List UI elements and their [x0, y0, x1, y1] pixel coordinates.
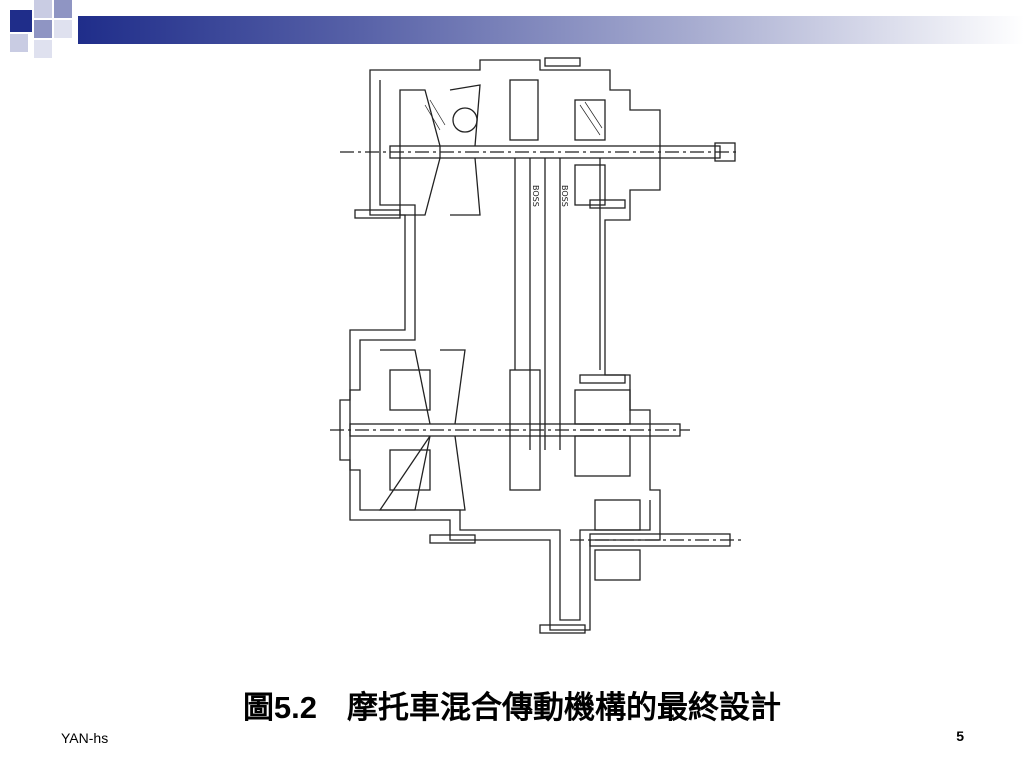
driven-pulley-left	[378, 349, 431, 511]
drive-pulley-right	[449, 84, 481, 216]
corner-square-light	[34, 40, 52, 58]
upper-right-gear	[574, 99, 606, 141]
bolt	[429, 534, 476, 544]
housing-outline	[339, 59, 661, 631]
input-shaft	[389, 145, 721, 159]
hatching	[584, 101, 603, 129]
input-shaft-end	[714, 142, 736, 162]
hatching	[429, 99, 446, 126]
hatching	[424, 104, 441, 131]
corner-square-light	[10, 34, 28, 52]
final-gear-bottom	[574, 435, 631, 477]
transmission-diagram: BOSS BOSS	[330, 57, 745, 634]
clutch-housing-top	[389, 369, 431, 411]
corner-square-light	[54, 20, 72, 38]
hatching	[579, 104, 601, 136]
output-gear-bottom	[594, 549, 641, 581]
header-gradient-bar	[78, 16, 1024, 44]
corner-decoration	[0, 0, 80, 64]
figure-title: 摩托車混合傳動機構的最終設計	[347, 690, 782, 726]
driven-shaft	[349, 423, 681, 437]
corner-square-mid	[34, 20, 52, 38]
bolt	[539, 624, 586, 634]
boss-label-left: BOSS	[531, 185, 540, 207]
figure-caption: 圖5.2 摩托車混合傳動機構的最終設計	[0, 682, 1024, 727]
footer-author: YAN-hs	[61, 730, 109, 746]
housing-inner	[349, 80, 651, 621]
corner-square-mid	[54, 0, 72, 18]
driven-pulley-right	[440, 349, 466, 511]
upper-gear-block	[509, 79, 539, 141]
bolt	[354, 209, 401, 219]
corner-square-dark	[10, 10, 32, 32]
bolt	[589, 199, 626, 209]
output-gear-top	[594, 499, 641, 531]
final-gear-top	[574, 389, 631, 425]
page-number: 5	[956, 728, 964, 744]
bolt	[544, 57, 581, 67]
boss-label-right: BOSS	[560, 185, 569, 207]
bolt	[579, 374, 626, 384]
weight-roller	[452, 107, 478, 133]
figure-number: 圖5.2	[242, 690, 318, 725]
corner-square-light	[34, 0, 52, 18]
output-shaft	[589, 533, 731, 547]
clutch-housing-bottom	[389, 449, 431, 491]
gear-stack	[509, 369, 541, 491]
